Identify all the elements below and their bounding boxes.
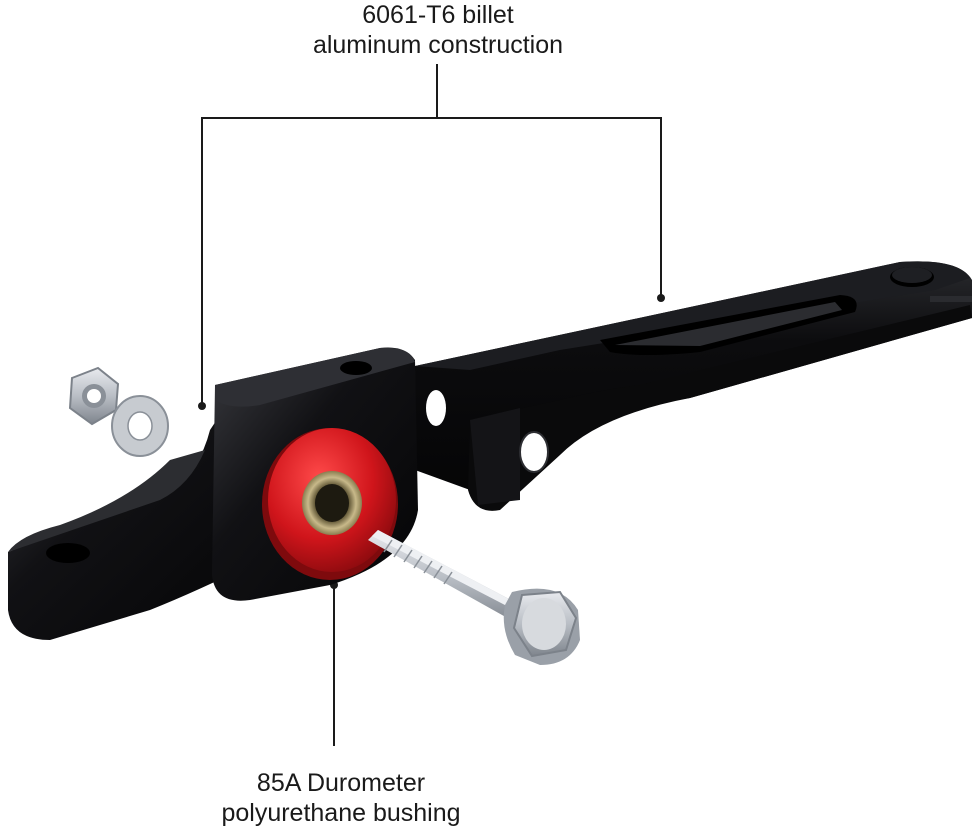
hex-bolt	[368, 530, 580, 665]
nut-and-washer	[68, 366, 169, 457]
leader-dot-right	[657, 294, 665, 302]
polyurethane-bushing	[262, 428, 398, 580]
leader-dot-left	[198, 402, 206, 410]
arm-hole-lower	[520, 432, 548, 472]
bracket-arm	[415, 261, 972, 511]
callout-bottom-line1: 85A Durometer	[256, 769, 426, 797]
callout-bottom-line2: polyurethane bushing	[221, 799, 461, 827]
arm-hole-upper	[426, 390, 446, 426]
block-top-hole	[340, 361, 372, 375]
leader-lines	[201, 64, 662, 746]
callout-bottom: 85A Durometer polyurethane bushing	[196, 768, 486, 828]
callout-top: 6061-T6 billet aluminum construction	[288, 0, 588, 60]
foot-hole	[46, 543, 90, 563]
callout-top-line2: aluminum construction	[312, 31, 564, 59]
callout-top-line1: 6061-T6 billet	[362, 1, 514, 29]
